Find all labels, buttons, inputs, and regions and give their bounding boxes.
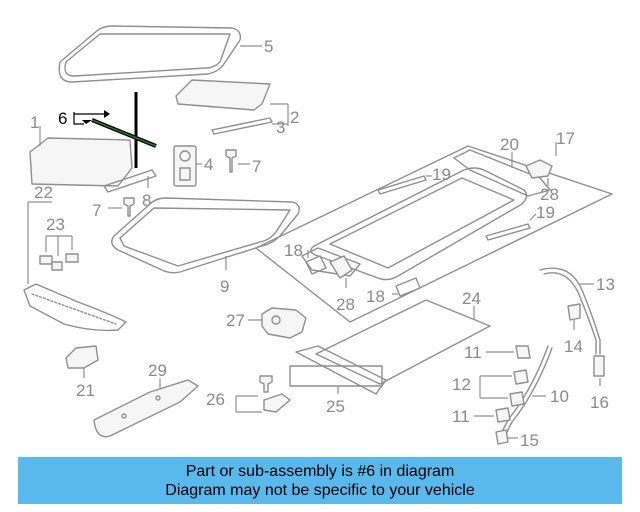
callout-4: 4 xyxy=(204,155,213,174)
callout-2: 2 xyxy=(290,108,299,127)
callout-23: 23 xyxy=(46,215,65,234)
part-8-guide xyxy=(103,169,157,193)
part-10-hose xyxy=(501,345,553,435)
part-4-bracket xyxy=(173,145,202,187)
callout-9: 9 xyxy=(220,277,229,296)
callout-28-a: 28 xyxy=(540,185,559,204)
part-11-clamp-b xyxy=(474,407,511,423)
part-20-drain xyxy=(511,152,553,179)
callout-11-b: 11 xyxy=(452,407,470,426)
callout-1: 1 xyxy=(30,113,39,132)
callout-22: 22 xyxy=(34,183,53,202)
part-22-deflector xyxy=(23,201,127,332)
callout-7-a: 7 xyxy=(252,157,261,176)
callout-17: 17 xyxy=(556,129,575,148)
callout-24: 24 xyxy=(462,289,481,308)
part-6-seal xyxy=(73,92,157,168)
callout-12: 12 xyxy=(452,375,471,394)
callout-13: 13 xyxy=(596,275,615,294)
callout-10: 10 xyxy=(550,387,569,406)
callout-19-b: 19 xyxy=(536,203,555,222)
callout-6: 6 xyxy=(58,109,67,128)
callout-15: 15 xyxy=(520,431,539,450)
callout-27: 27 xyxy=(226,311,245,330)
callout-29: 29 xyxy=(148,361,167,380)
part-16-grommet xyxy=(593,355,605,386)
part-1-glass xyxy=(29,126,133,187)
parts-diagram: 5 2 3 1 6 8 4 7 xyxy=(23,25,615,450)
part-25-shade-rod xyxy=(289,365,383,394)
callout-26: 26 xyxy=(206,390,225,409)
part-7-bolt-b xyxy=(108,197,135,217)
callout-8: 8 xyxy=(142,191,151,210)
callout-18-a: 18 xyxy=(284,241,303,260)
callout-14: 14 xyxy=(564,337,583,356)
part-12-clamps xyxy=(479,369,529,407)
part-29-trim xyxy=(93,378,199,438)
callout-21: 21 xyxy=(76,381,95,400)
callout-16: 16 xyxy=(590,393,609,412)
callout-19-a: 19 xyxy=(432,165,451,184)
callout-18-b: 18 xyxy=(366,287,385,306)
callout-3: 3 xyxy=(276,118,285,137)
part-9-seal-frame xyxy=(111,197,300,274)
part-18-clips xyxy=(305,250,421,297)
banner-line-2: Diagram may not be specific to your vehi… xyxy=(165,481,475,499)
callout-25: 25 xyxy=(326,397,345,416)
callout-28-b: 28 xyxy=(336,295,355,314)
part-28-bracket xyxy=(329,255,353,288)
part-2-shade-panel xyxy=(175,79,289,135)
part-15-clip xyxy=(495,429,518,445)
part-21-cover xyxy=(65,345,99,378)
callout-5: 5 xyxy=(264,37,273,56)
part-14-clip xyxy=(567,303,581,330)
part-19-rails xyxy=(377,175,537,241)
part-11-clamp-a xyxy=(486,345,531,359)
part-27-motor xyxy=(248,307,307,339)
part-5-glass-panel xyxy=(58,25,262,83)
part-7-bolt-a xyxy=(225,149,250,173)
part-13-drain-hose xyxy=(539,267,601,355)
part-23-clips xyxy=(39,235,79,271)
part-24-sunshade xyxy=(295,299,491,395)
banner-line-1: Part or sub-assembly is #6 in diagram xyxy=(185,462,455,480)
part-17-housing xyxy=(255,142,613,323)
info-banner: Part or sub-assembly is #6 in diagram Di… xyxy=(18,457,622,504)
callout-20: 20 xyxy=(500,135,519,154)
part-26-motor-bracket xyxy=(235,375,291,413)
callout-11-a: 11 xyxy=(464,343,482,362)
callout-7-b: 7 xyxy=(92,201,101,220)
